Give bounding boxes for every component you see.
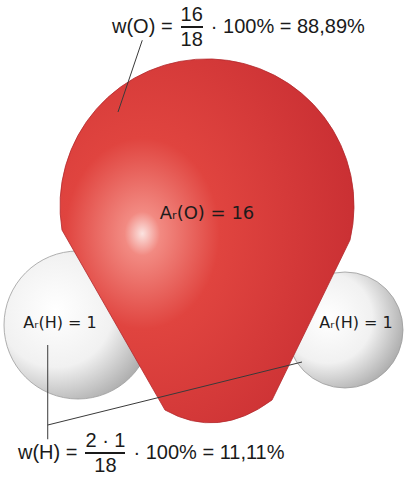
oxygen-atom: Aᵣ(O) = 16 — [56, 56, 358, 428]
formula-text: w(H) = — [18, 442, 77, 463]
fraction-denominator: 18 — [94, 455, 116, 476]
formula-text: · 100% = 11,11% — [133, 442, 284, 463]
formula-text: w(O) = — [112, 16, 173, 37]
mass-fraction-formula: w(H) = 2 · 1 18 · 100% = 11,11% — [14, 430, 289, 476]
oxygen-atom-shape — [56, 56, 358, 428]
fraction: 2 · 1 18 — [85, 430, 125, 476]
hydrogen-atom-outline — [4, 251, 152, 399]
atomic-mass-label: Aᵣ(H) = 1 — [23, 313, 96, 332]
hydrogen-atom: Aᵣ(H) = 1 — [285, 270, 407, 392]
formula-text: · 100% = 88,89% — [211, 16, 365, 37]
fraction-numerator: 16 — [181, 4, 203, 25]
atomic-mass-label: Aᵣ(O) = 16 — [160, 202, 255, 223]
atomic-mass-label: Aᵣ(H) = 1 — [319, 313, 392, 332]
hydrogen-atom-outline — [287, 272, 403, 388]
mass-fraction-formula: w(O) =1618· 100% = 88,89% — [108, 4, 369, 50]
fraction-bar — [181, 26, 203, 28]
hydrogen-atom: Aᵣ(H) = 1 — [2, 249, 154, 401]
fraction-denominator: 18 — [181, 29, 203, 50]
fraction: 1618 — [181, 4, 203, 50]
fraction-numerator: 2 · 1 — [85, 430, 125, 451]
fraction-bar — [85, 452, 125, 454]
